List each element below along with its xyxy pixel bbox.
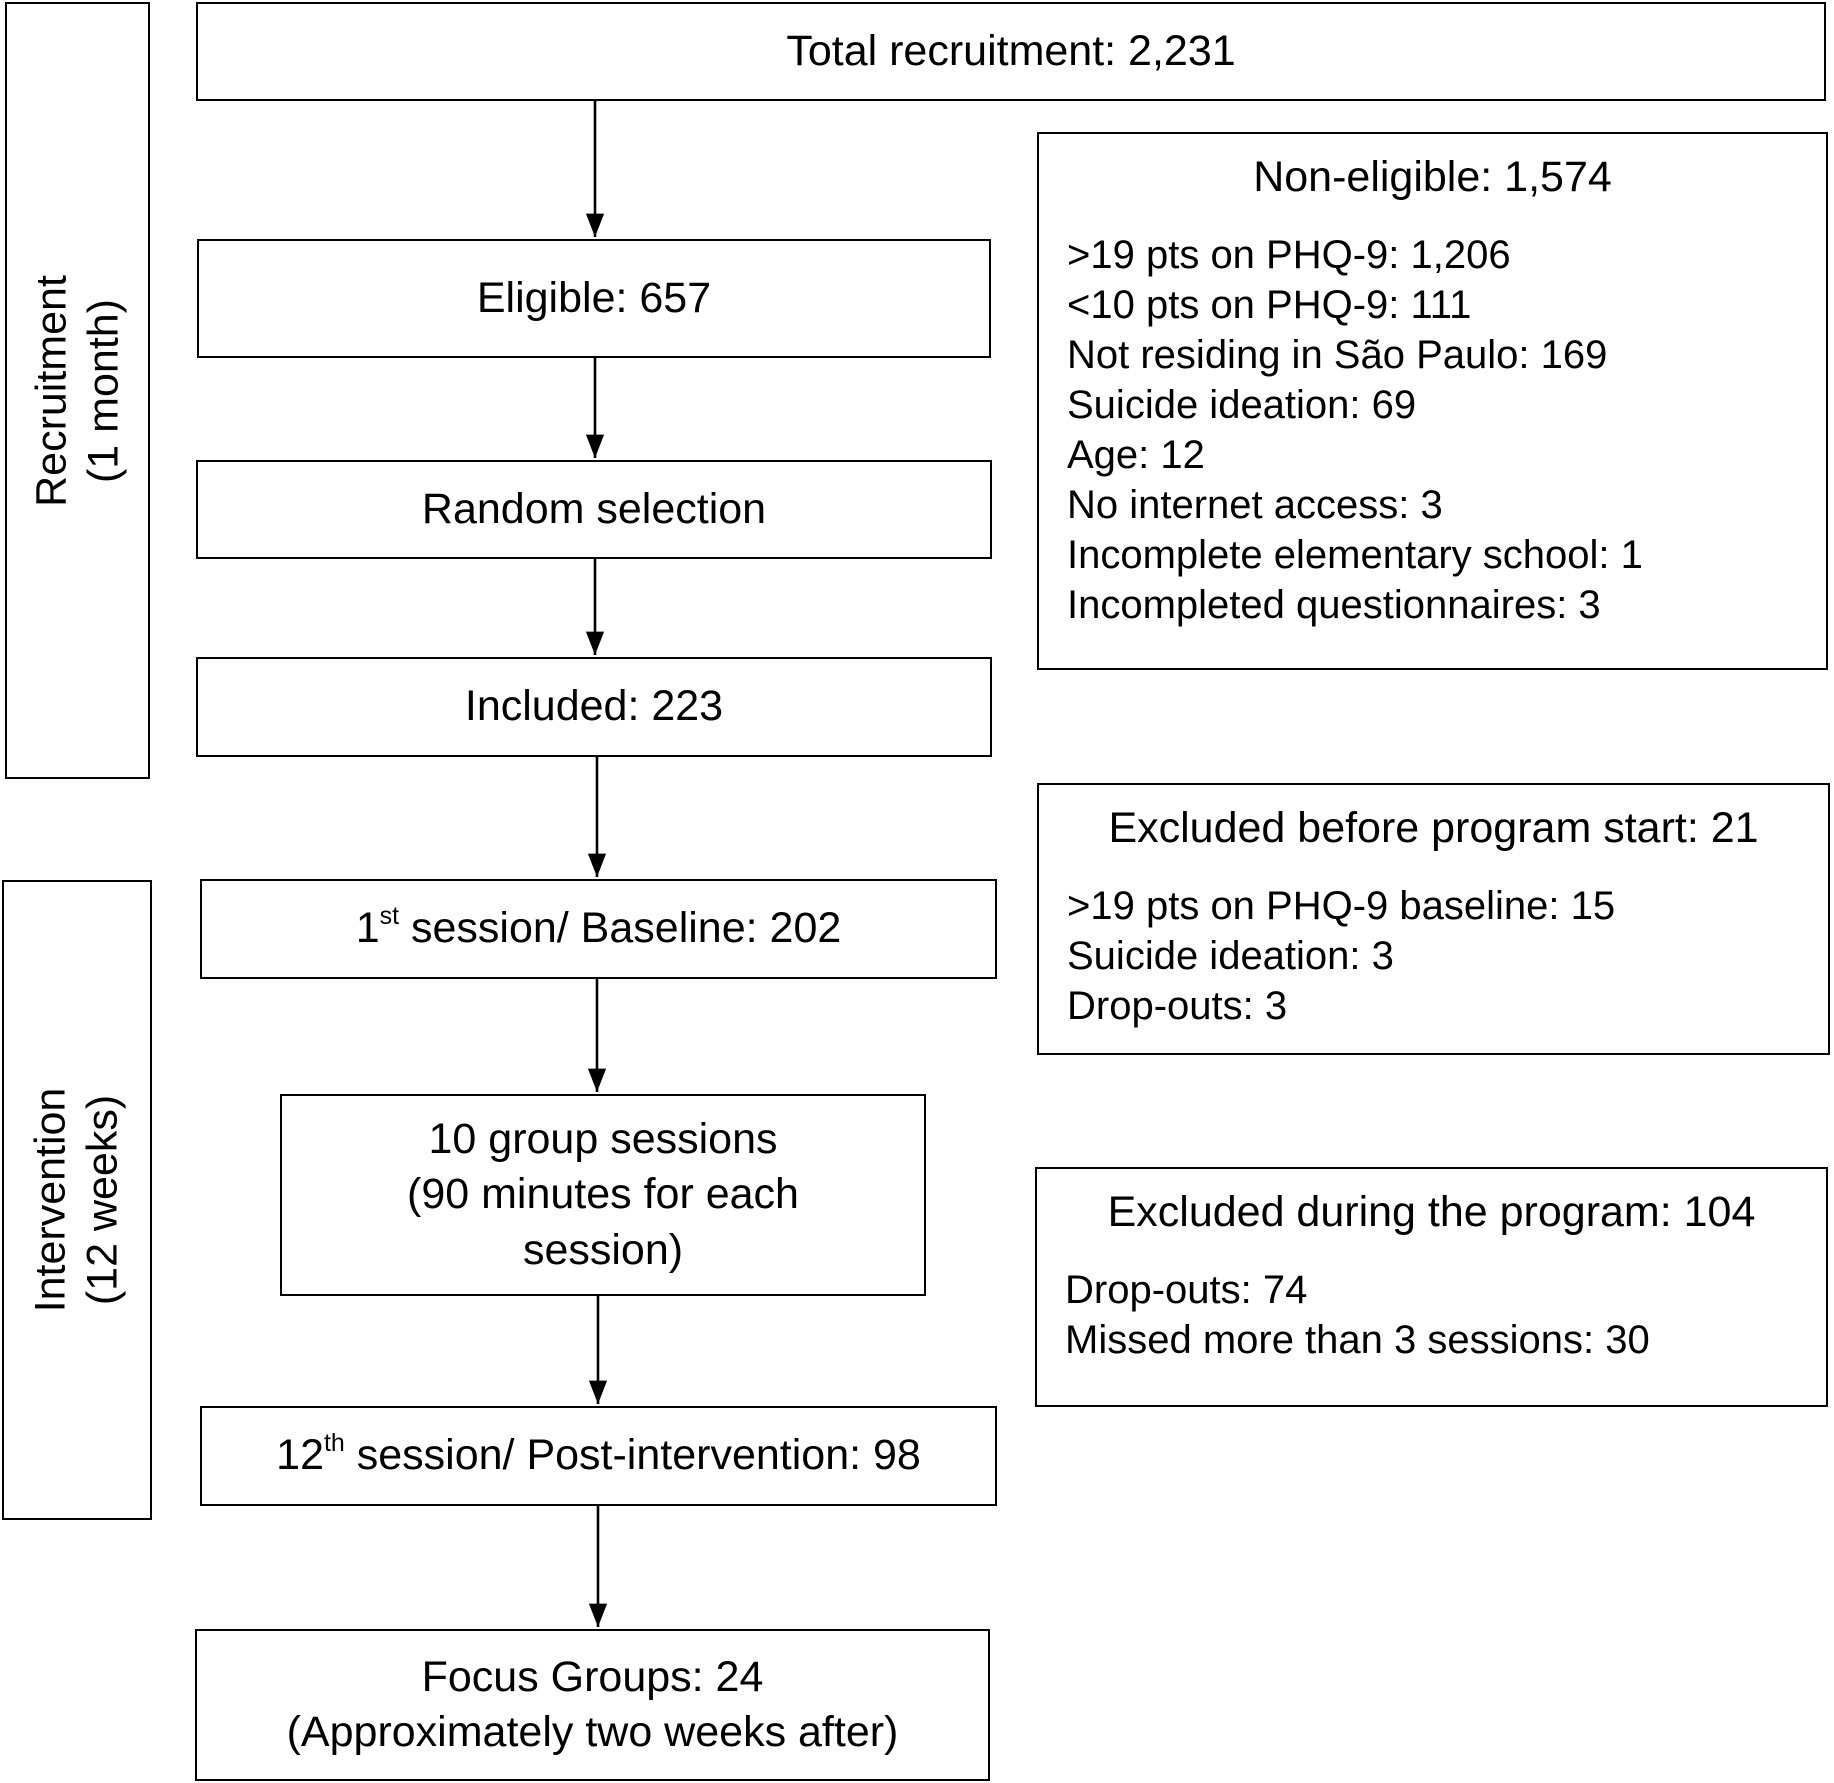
excluded-during-title: Excluded during the program: 104 [1107,1188,1756,1236]
post-intervention-text: 12th session/ Post-intervention: 98 [276,1429,921,1480]
non-eligible-item: Incompleted questionnaires: 3 [1067,582,1601,627]
non-eligible-item: No internet access: 3 [1067,482,1443,527]
non-eligible-item: <10 pts on PHQ-9: 111 [1067,282,1472,327]
intervention-phase-box: Intervention (12 weeks) [2,880,152,1520]
baseline-session-box: 1st session/ Baseline: 202 [200,879,997,979]
excluded-during-item: Missed more than 3 sessions: 30 [1065,1317,1650,1362]
non-eligible-box: Non-eligible: 1,574 >19 pts on PHQ-9: 1,… [1037,132,1828,670]
excluded-before-item: >19 pts on PHQ-9 baseline: 15 [1067,883,1616,928]
excluded-before-item: Drop-outs: 3 [1067,983,1288,1028]
post-intervention-box: 12th session/ Post-intervention: 98 [200,1406,997,1506]
focus-groups-box: Focus Groups: 24 (Approximately two week… [195,1629,990,1781]
excluded-before-title: Excluded before program start: 21 [1108,804,1759,852]
eligible-box: Eligible: 657 [197,239,991,358]
random-selection-box: Random selection [196,460,992,559]
excluded-before-item: Suicide ideation: 3 [1067,933,1394,978]
non-eligible-item: Suicide ideation: 69 [1067,382,1417,427]
non-eligible-title: Non-eligible: 1,574 [1253,153,1612,201]
group-sessions-box: 10 group sessions (90 minutes for each s… [280,1094,926,1296]
total-recruitment-box: Total recruitment: 2,231 [196,2,1826,101]
excluded-during-item: Drop-outs: 74 [1065,1267,1308,1312]
non-eligible-item: Not residing in São Paulo: 169 [1067,332,1608,377]
included-box: Included: 223 [196,657,992,757]
recruitment-phase-box: Recruitment (1 month) [5,2,150,779]
baseline-session-text: 1st session/ Baseline: 202 [355,902,842,953]
non-eligible-item: Incomplete elementary school: 1 [1067,532,1643,577]
non-eligible-item: >19 pts on PHQ-9: 1,206 [1067,232,1511,277]
excluded-before-box: Excluded before program start: 21 >19 pt… [1037,783,1830,1055]
excluded-during-box: Excluded during the program: 104 Drop-ou… [1035,1167,1828,1407]
non-eligible-item: Age: 12 [1067,432,1205,477]
